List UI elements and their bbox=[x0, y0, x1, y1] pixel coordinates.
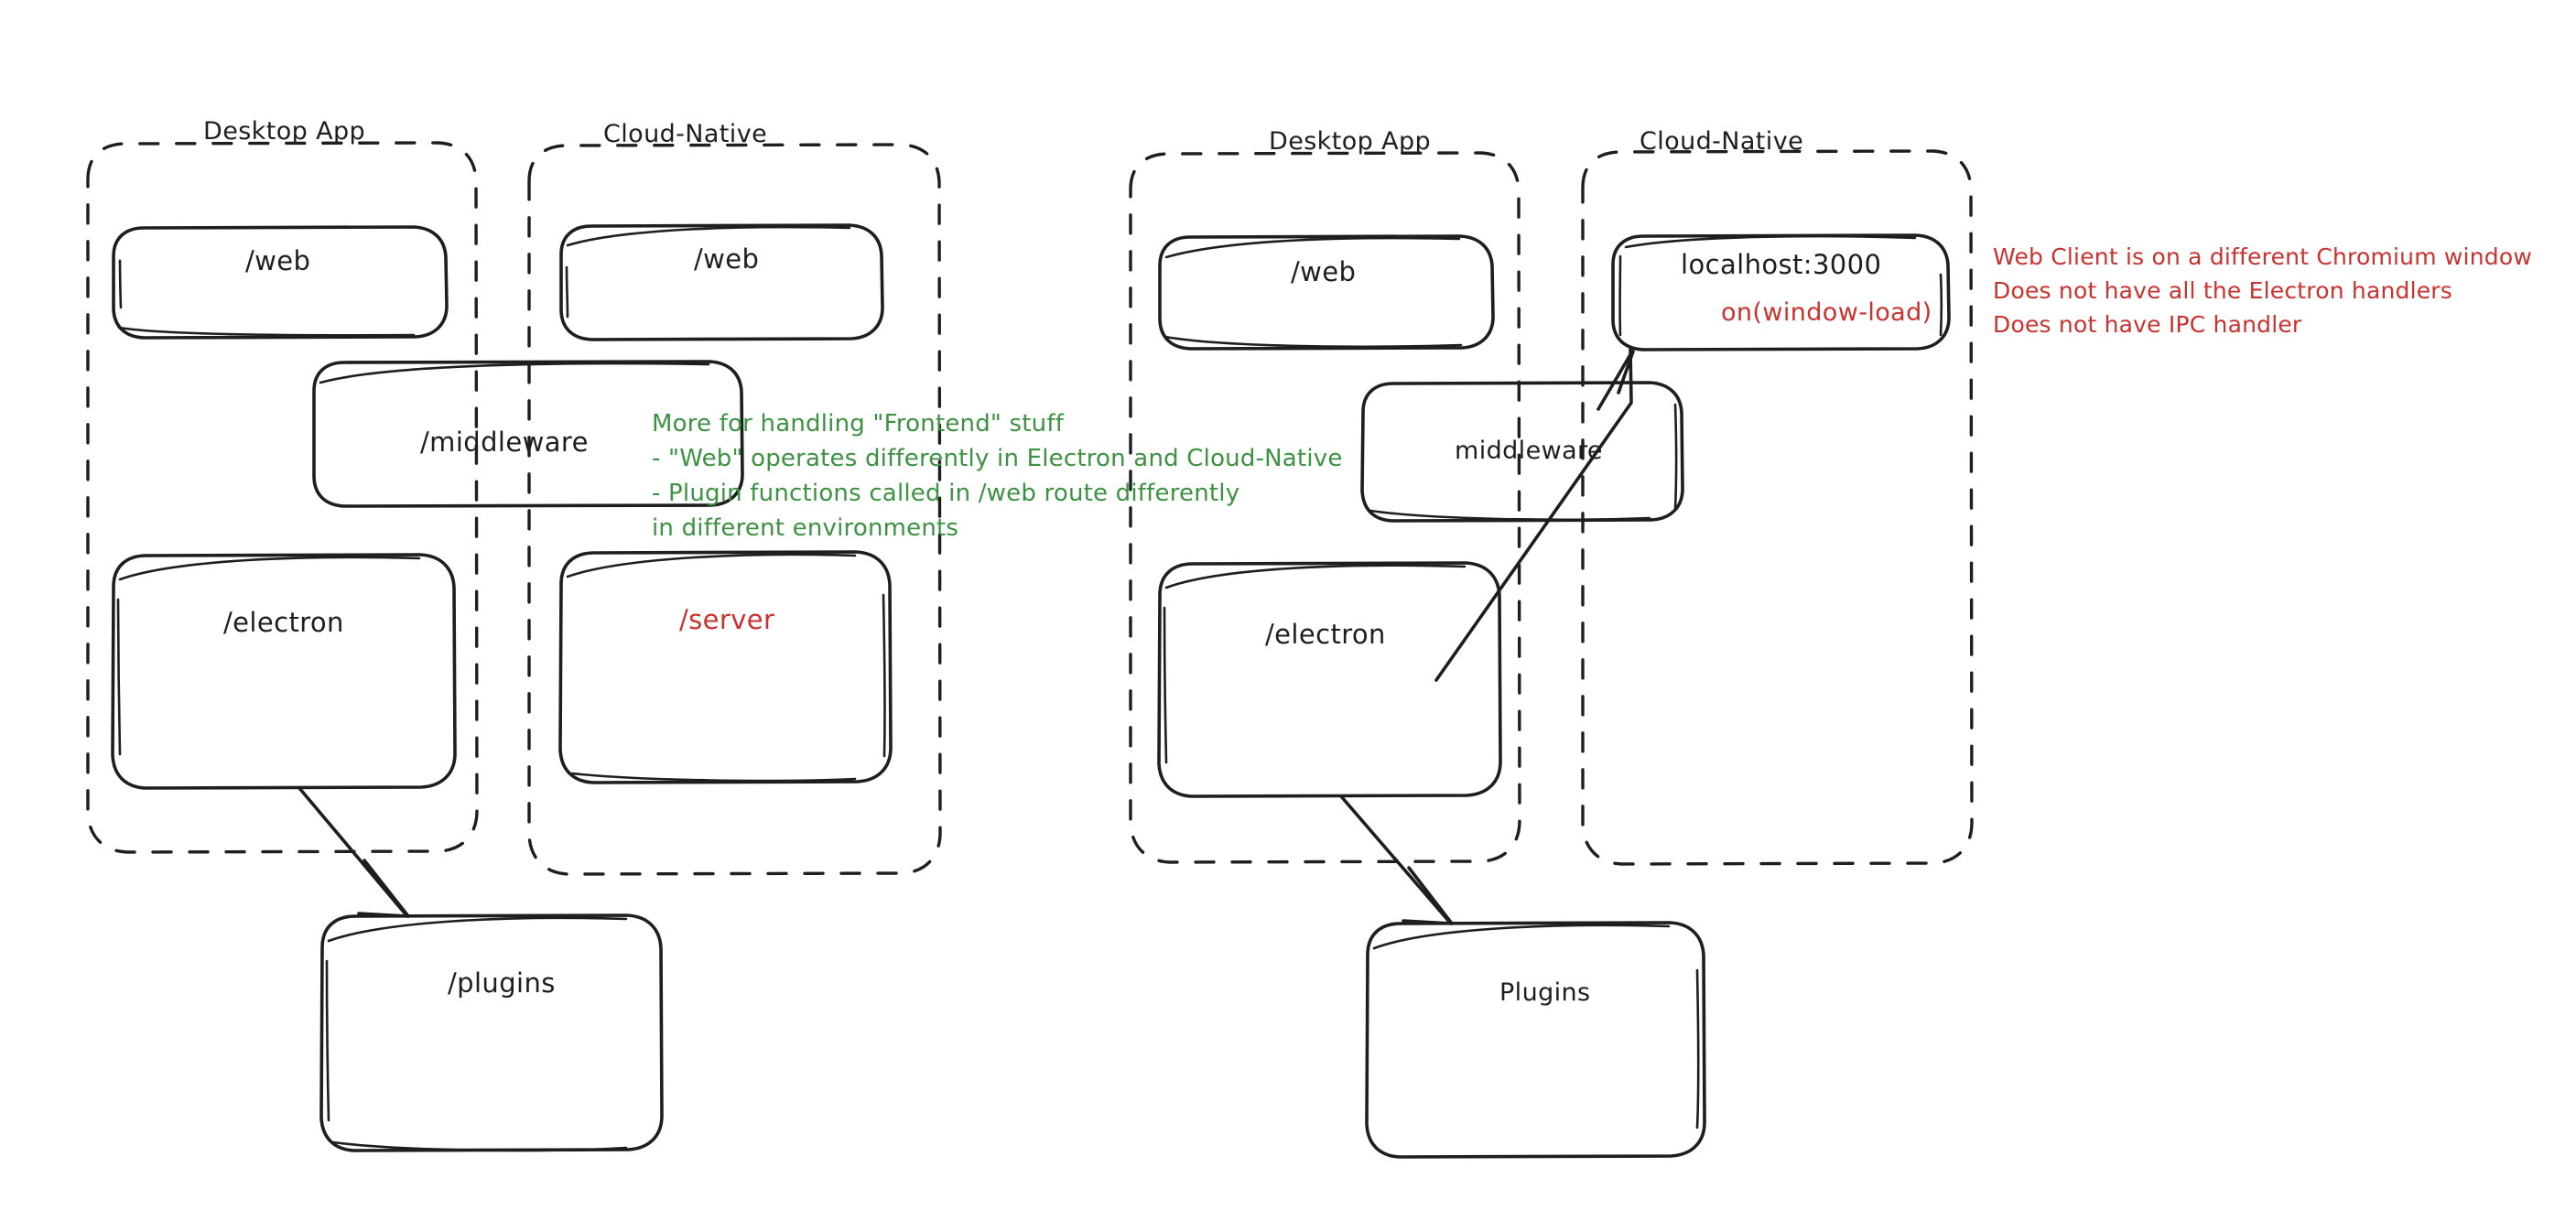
frontend-note-line-1: More for handling "Frontend" stuff bbox=[652, 410, 1065, 438]
right-desktop-app-container bbox=[1129, 151, 1521, 864]
right-plugins-box bbox=[1365, 921, 1706, 1159]
left-desktop-web-box bbox=[112, 225, 449, 340]
left-desktop-app-container bbox=[86, 141, 479, 854]
left-cloud-native-title: Cloud-Native bbox=[603, 120, 768, 148]
right-middleware-label: middleware bbox=[1455, 437, 1603, 465]
left-electron-box bbox=[111, 553, 457, 790]
frontend-note-line-3: - Plugin functions called in /web route … bbox=[652, 480, 1240, 507]
right-cloud-native-title: Cloud-Native bbox=[1640, 127, 1804, 156]
right-plugins-label: Plugins bbox=[1499, 978, 1591, 1007]
right-localhost-box bbox=[1611, 233, 1951, 351]
web-client-note-line-1: Web Client is on a different Chromium wi… bbox=[1993, 243, 2532, 270]
left-electron-label: /electron bbox=[223, 607, 344, 638]
frontend-note-line-2: - "Web" operates differently in Electron… bbox=[652, 445, 1343, 472]
left-middleware-label: /middleware bbox=[420, 427, 589, 458]
left-server-label: /server bbox=[679, 604, 775, 635]
left-cloud-web-box bbox=[559, 223, 884, 341]
right-localhost-sub-label: on(window-load) bbox=[1721, 298, 1932, 327]
frontend-note-line-4: in different environments bbox=[652, 514, 959, 542]
left-server-box bbox=[558, 550, 893, 784]
left-desktop-app-title: Desktop App bbox=[203, 117, 366, 146]
right-electron-to-localhost-arrow bbox=[1434, 348, 1635, 682]
right-desktop-app-title: Desktop App bbox=[1269, 127, 1432, 156]
left-cloud-web-label: /web bbox=[694, 243, 760, 275]
web-client-note-line-2: Does not have all the Electron handlers bbox=[1993, 277, 2453, 304]
web-client-note-line-3: Does not have IPC handler bbox=[1993, 311, 2302, 338]
left-cloud-native-container bbox=[527, 143, 942, 876]
right-electron-to-plugins-arrow bbox=[1339, 794, 1454, 925]
right-desktop-web-box bbox=[1158, 234, 1495, 351]
right-electron-box bbox=[1157, 561, 1502, 798]
left-plugins-box bbox=[319, 913, 664, 1152]
right-desktop-web-label: /web bbox=[1291, 256, 1357, 287]
right-electron-label: /electron bbox=[1265, 619, 1386, 650]
left-plugins-label: /plugins bbox=[448, 967, 556, 999]
left-electron-to-plugins-arrow bbox=[298, 786, 410, 918]
right-cloud-native-container bbox=[1581, 149, 1974, 866]
left-middleware-box bbox=[312, 360, 744, 508]
right-localhost-label: localhost:3000 bbox=[1681, 249, 1882, 280]
left-desktop-web-label: /web bbox=[245, 245, 311, 276]
right-middleware-box bbox=[1360, 381, 1684, 523]
